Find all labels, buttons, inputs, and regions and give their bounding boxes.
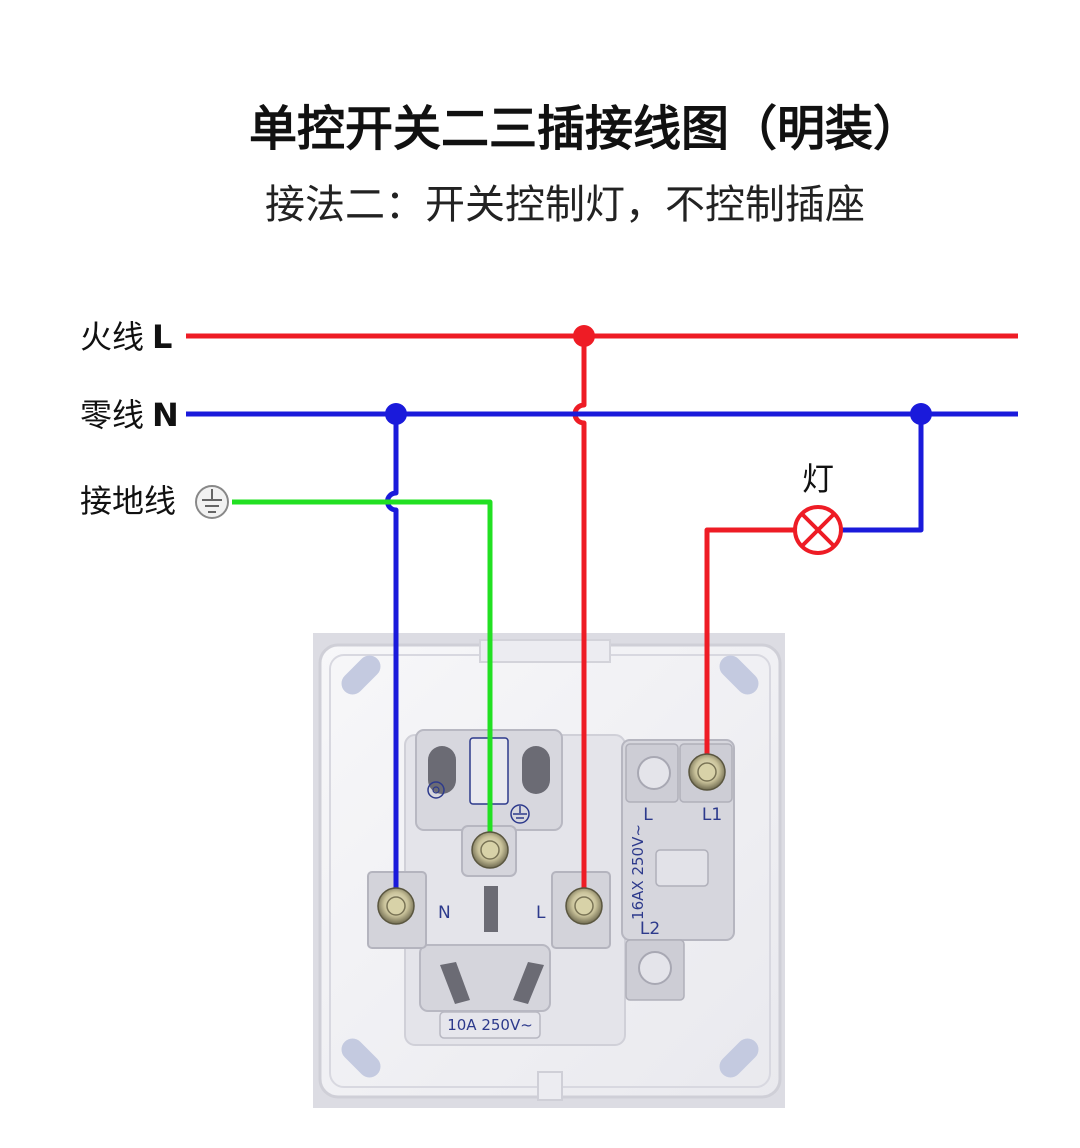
- live-junction-dot: [573, 325, 595, 347]
- screw-terminal-icon: [471, 831, 509, 869]
- switch-rating-label: 16AX 250V~: [629, 824, 647, 920]
- switch-terminal-l1-label: L1: [702, 805, 722, 825]
- screw-terminal-icon: [565, 887, 603, 925]
- switch-terminal-l-label: L: [643, 805, 653, 825]
- lamp-neutral-wire: [841, 414, 924, 533]
- lamp-label: 灯: [802, 460, 834, 498]
- socket-ground-mark-icon: [510, 804, 530, 824]
- lamp-icon: [793, 505, 843, 555]
- socket-terminal-l-label: L: [536, 903, 546, 923]
- neutral-junction-dot-right: [910, 403, 932, 425]
- socket-terminal-n-label: N: [438, 903, 451, 923]
- cccf-mark-icon: [427, 781, 445, 799]
- switch-terminal-l2-label: L2: [640, 919, 660, 939]
- ground-symbol-icon: [195, 485, 229, 519]
- neutral-junction-dot: [385, 403, 407, 425]
- page-title: 单控开关二三插接线图（明装）: [249, 101, 921, 157]
- screw-terminal-icon: [688, 753, 726, 791]
- socket-rating-label: 10A 250V~: [447, 1016, 533, 1034]
- page-subtitle: 接法二：开关控制灯，不控制插座: [265, 182, 865, 228]
- wires: [186, 333, 1018, 905]
- lamp-switch-wire: [704, 527, 794, 770]
- switch-socket-panel: 10A 250V~ N L L L1 L2 16AX 250V~: [313, 633, 785, 1108]
- ground-wire-label: 接地线: [80, 482, 176, 520]
- ground-wire: [232, 499, 493, 850]
- screw-terminal-icon: [377, 887, 415, 925]
